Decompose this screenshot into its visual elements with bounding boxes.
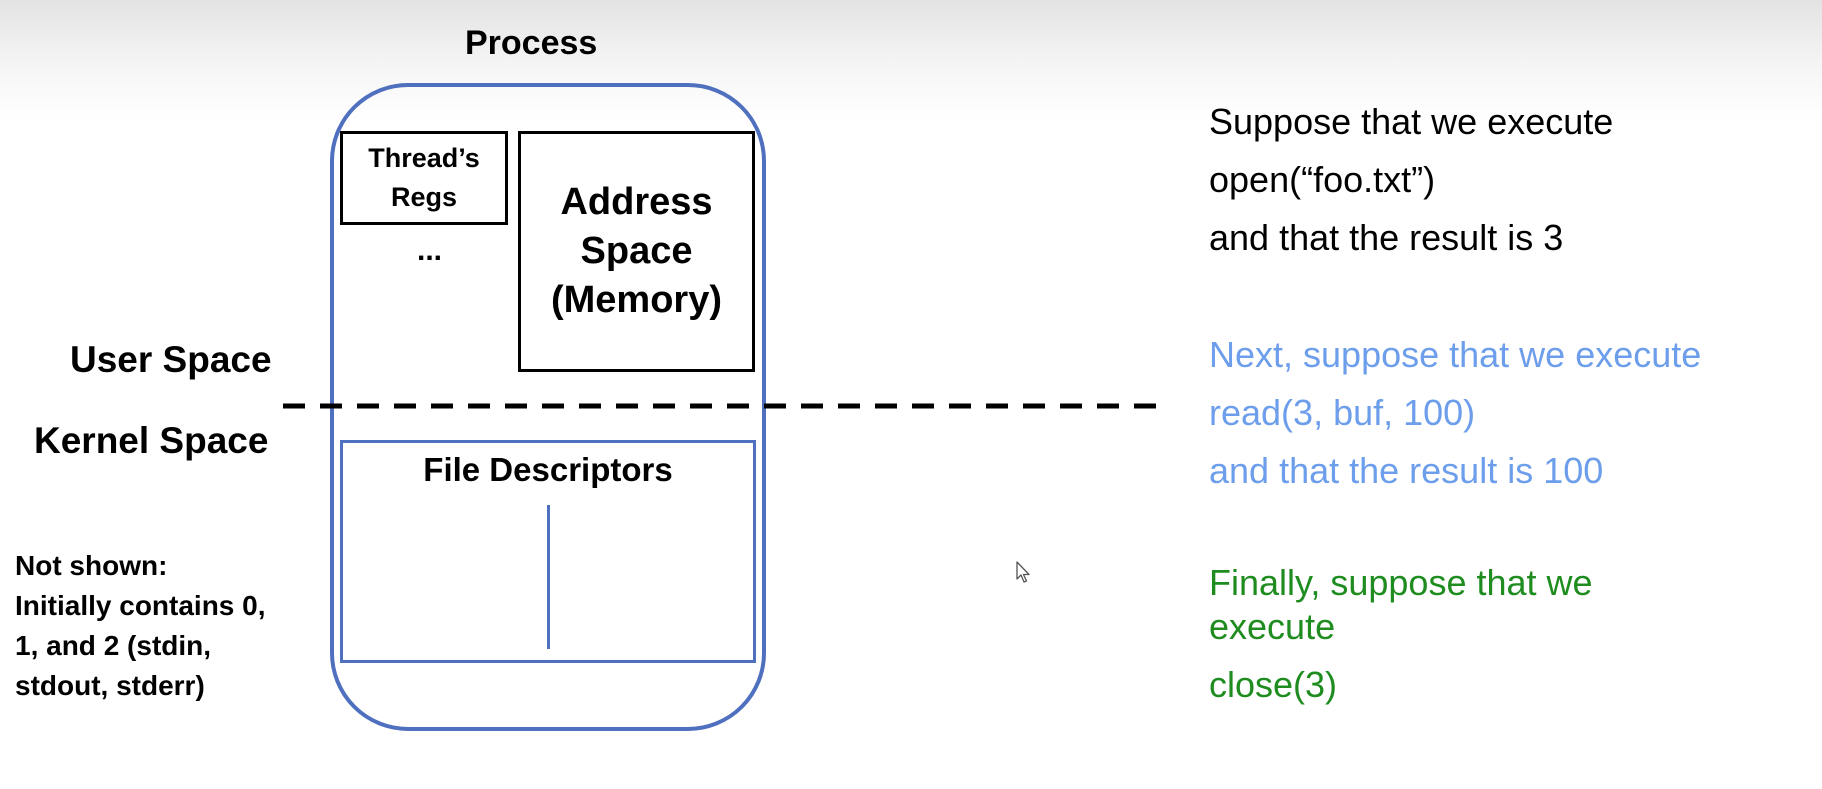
kernel-space-label: Kernel Space — [34, 420, 269, 461]
step-open-line: Suppose that we execute — [1209, 101, 1614, 142]
mouse-pointer-icon — [1016, 561, 1030, 583]
file-descriptors-box — [340, 440, 756, 663]
process-title: Process — [465, 24, 598, 62]
step-close-line: execute — [1209, 606, 1336, 647]
note-line: stdout, stderr) — [15, 670, 205, 701]
step-open-line: and that the result is 3 — [1209, 217, 1564, 258]
step-close-line: Finally, suppose that we — [1209, 562, 1593, 603]
note-line: 1, and 2 (stdin, — [15, 630, 212, 661]
not-shown-note: Not shown: Initially contains 0, 1, and … — [15, 546, 266, 706]
note-line: Not shown: — [15, 550, 168, 581]
threads-regs-box: Thread’s Regs — [340, 131, 508, 225]
more-threads-ellipsis: ... — [417, 234, 443, 267]
step-open-line: open(“foo.txt”) — [1209, 159, 1436, 200]
step-read-line: Next, suppose that we execute — [1209, 334, 1702, 375]
step-read: Next, suppose that we execute read(3, bu… — [1209, 326, 1701, 500]
note-line: Initially contains 0, — [15, 590, 266, 621]
step-close: Finally, suppose that we execute close(3… — [1209, 561, 1593, 707]
address-space-box: Address Space (Memory) — [518, 131, 755, 372]
address-space-label: Address Space (Memory) — [550, 181, 723, 321]
step-close-line: close(3) — [1209, 664, 1338, 705]
threads-regs-label: Thread’s Regs — [368, 143, 480, 212]
step-open: Suppose that we execute open(“foo.txt”) … — [1209, 93, 1613, 267]
user-space-label: User Space — [70, 339, 272, 380]
file-descriptors-title: File Descriptors — [423, 451, 673, 488]
step-read-line: and that the result is 100 — [1209, 450, 1604, 491]
step-read-line: read(3, buf, 100) — [1209, 392, 1476, 433]
file-descriptors-divider — [547, 505, 550, 649]
